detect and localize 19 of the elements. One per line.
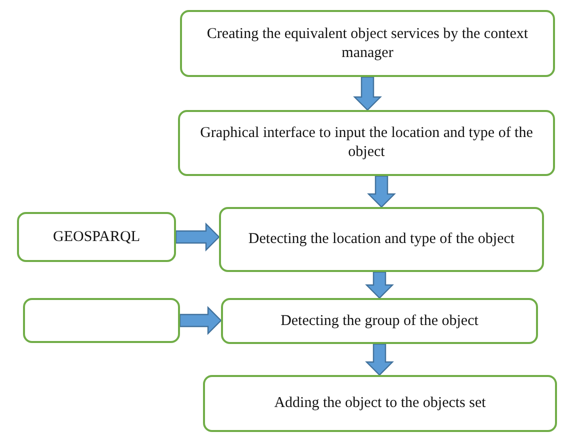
process-box (221, 298, 538, 344)
box-text: Adding the object to the objects set (274, 394, 486, 413)
process-box (178, 110, 555, 176)
process-box (203, 375, 557, 432)
box-text: Detecting the group of the object (280, 312, 478, 330)
block-arrow (353, 76, 382, 111)
block-arrow (365, 271, 394, 299)
box-text: Creating the equivalent object services by the context manager (206, 24, 530, 62)
block-arrow (179, 306, 222, 335)
block-arrow (367, 175, 396, 208)
block-arrow (175, 222, 220, 252)
box-text: Detecting the location and type of the object (248, 230, 515, 249)
box-text: GEOSPARQL (53, 228, 140, 246)
process-box (219, 207, 544, 272)
process-box (17, 212, 176, 262)
block-arrow (365, 343, 394, 376)
process-box (180, 10, 555, 77)
box-text: Graphical interface to input the location and type of the object (199, 124, 534, 162)
empty-box (23, 298, 180, 343)
